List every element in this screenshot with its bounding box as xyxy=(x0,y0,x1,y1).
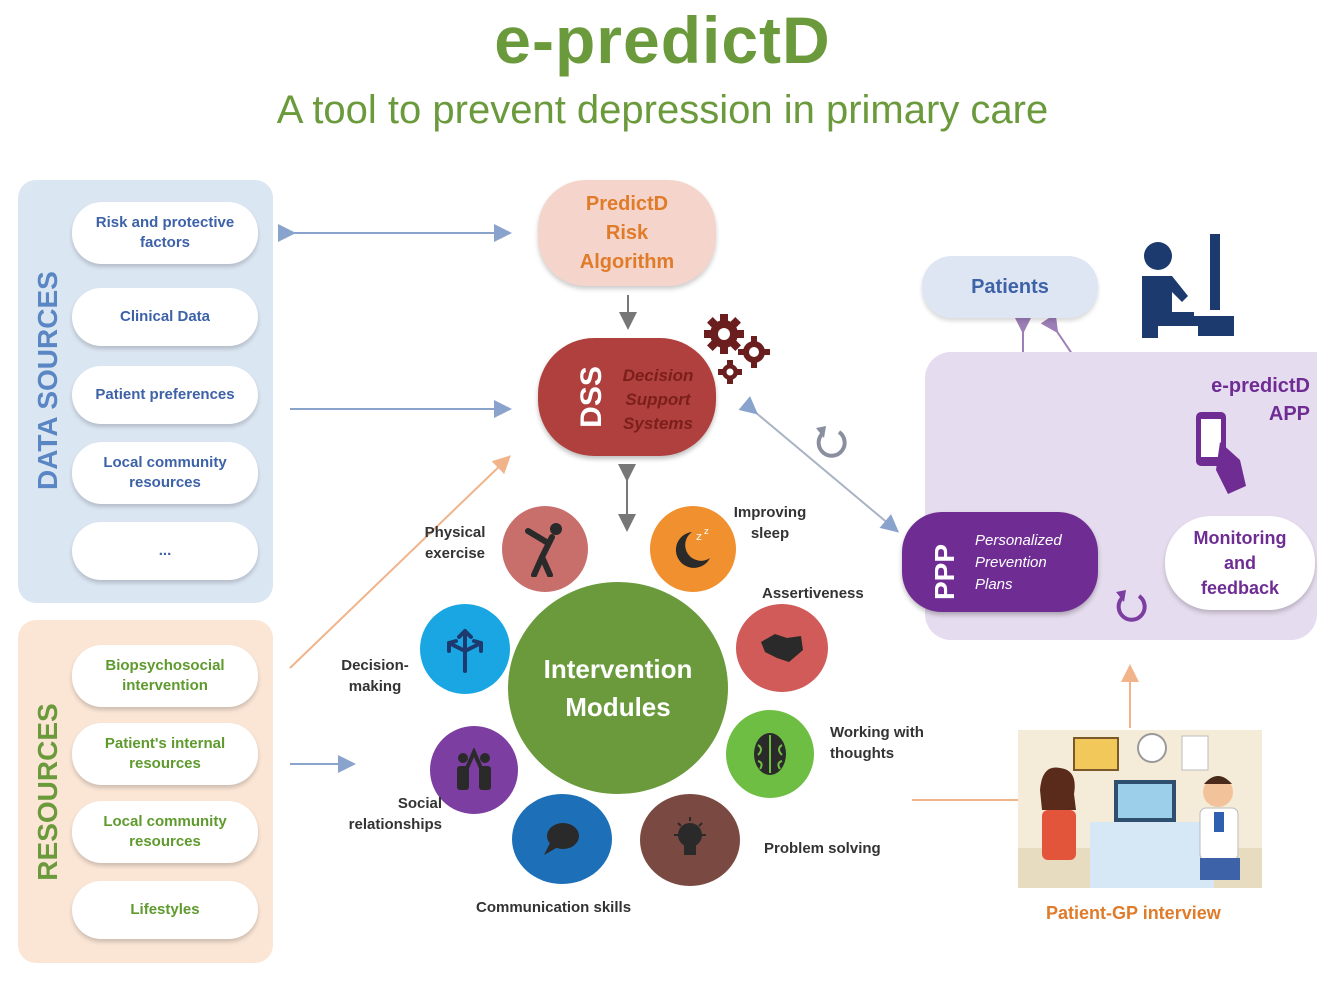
dss-line-2: Support xyxy=(625,390,691,409)
refresh-icon xyxy=(816,426,847,458)
cycle-icon xyxy=(1116,590,1147,622)
label-physical-exercise: Physical exercise xyxy=(412,522,498,564)
algorithm-line-3: Algorithm xyxy=(579,250,675,273)
label-physical-line-1: Physical xyxy=(424,524,486,541)
ppp-line-2: Prevention xyxy=(975,554,1047,571)
label-problem-solving: Problem solving xyxy=(764,840,881,857)
module-communication-skills xyxy=(512,794,612,884)
label-social-relationships: Social relationships xyxy=(342,793,442,835)
patient-gp-interview-label: Patient-GP interview xyxy=(1046,903,1221,923)
label-thoughts-line-2: thoughts xyxy=(830,745,895,762)
label-social-line-1: Social xyxy=(397,795,442,812)
resource-item-internal: Patient's internal resources xyxy=(72,723,258,785)
page-subtitle: A tool to prevent depression in primary … xyxy=(276,88,1049,132)
label-thoughts-line-1: Working with xyxy=(830,724,924,741)
dss-line-1: Decision xyxy=(622,366,694,385)
data-sources-label: DATA SOURCES xyxy=(32,271,63,490)
dss-line-3: Systems xyxy=(623,414,693,433)
module-social-relationships xyxy=(430,726,518,814)
dss-text: Decision Support Systems xyxy=(608,364,708,436)
stretching-person-icon xyxy=(525,523,562,577)
app-label-line-1: e-predictD xyxy=(1211,375,1310,397)
algorithm-line-2: Risk xyxy=(605,221,649,244)
smartphone-icon xyxy=(1196,412,1246,494)
predictd-risk-algorithm: PredictD Risk Algorithm xyxy=(538,180,716,286)
intervention-modules-circle: Intervention Modules xyxy=(508,582,728,794)
data-source-item-patient-preferences: Patient preferences xyxy=(72,366,258,424)
label-assertiveness: Assertiveness xyxy=(762,585,864,602)
data-source-item-community-resources: Local community resources xyxy=(72,442,258,504)
data-source-item-more: ... xyxy=(72,522,258,580)
patients-node: Patients xyxy=(922,256,1098,318)
label-sleep-line-1: Improving xyxy=(733,504,807,521)
page-title: e-predictD xyxy=(494,3,831,77)
data-source-item-risk-factors: Risk and protective factors xyxy=(72,202,258,264)
split-arrows-icon xyxy=(447,629,483,673)
ppp-line-3: Plans xyxy=(975,576,1013,593)
label-decision-line-1: Decision- xyxy=(341,657,409,674)
monitoring-line-3: feedback xyxy=(1200,577,1280,598)
resource-item-lifestyles: Lifestyles xyxy=(72,881,258,939)
svg-text:z: z xyxy=(696,530,702,543)
lightbulb-icon xyxy=(674,817,706,855)
resources-label: RESOURCES xyxy=(32,703,63,881)
dss-decision-support-systems xyxy=(538,338,716,456)
center-line-2: Modules xyxy=(565,692,671,722)
resource-item-biopsychosocial: Biopsychosocial intervention xyxy=(72,645,258,707)
person-at-computer-icon xyxy=(1142,234,1234,338)
label-working-with-thoughts: Working with thoughts xyxy=(830,722,924,764)
module-working-with-thoughts xyxy=(726,710,814,798)
label-decision-making: Decision- making xyxy=(334,655,416,697)
monitoring-feedback-node: Monitoring and feedback xyxy=(1165,516,1315,610)
label-physical-line-2: exercise xyxy=(424,545,486,562)
gears-icon xyxy=(704,314,770,384)
module-decision-making xyxy=(420,604,510,694)
module-physical-exercise xyxy=(502,506,588,592)
algorithm-line-1: PredictD xyxy=(585,192,669,215)
label-decision-line-2: making xyxy=(348,678,402,695)
brain-icon xyxy=(754,733,786,775)
dss-abbr: DSS xyxy=(575,366,608,428)
app-label-line-2: APP xyxy=(1268,403,1310,425)
data-source-item-clinical-data: Clinical Data xyxy=(72,288,258,346)
ppp-abbr: PPP xyxy=(929,543,960,601)
speech-bubble-icon xyxy=(544,823,579,855)
module-assertiveness xyxy=(736,604,828,692)
handshake-icon xyxy=(761,634,803,662)
monitoring-line-2: and xyxy=(1223,552,1256,573)
app-label: e-predictD APP xyxy=(1180,372,1310,428)
label-communication-skills: Communication skills xyxy=(476,899,632,916)
svg-text:z: z xyxy=(704,527,709,537)
monitoring-line-1: Monitoring xyxy=(1193,527,1287,548)
patient-gp-interview-illustration xyxy=(1018,730,1262,888)
high-five-icon xyxy=(457,748,491,790)
center-line-1: Intervention xyxy=(543,654,693,684)
label-social-line-2: relationships xyxy=(348,816,442,833)
ppp-text: Personalized Prevention Plans xyxy=(975,530,1085,596)
module-problem-solving xyxy=(640,794,740,886)
ppp-personalized-prevention-plans xyxy=(902,512,1098,612)
resource-item-community: Local community resources xyxy=(72,801,258,863)
ppp-line-1: Personalized xyxy=(975,532,1062,549)
label-sleep-line-2: sleep xyxy=(750,525,790,542)
label-improving-sleep: Improving sleep xyxy=(730,502,810,544)
